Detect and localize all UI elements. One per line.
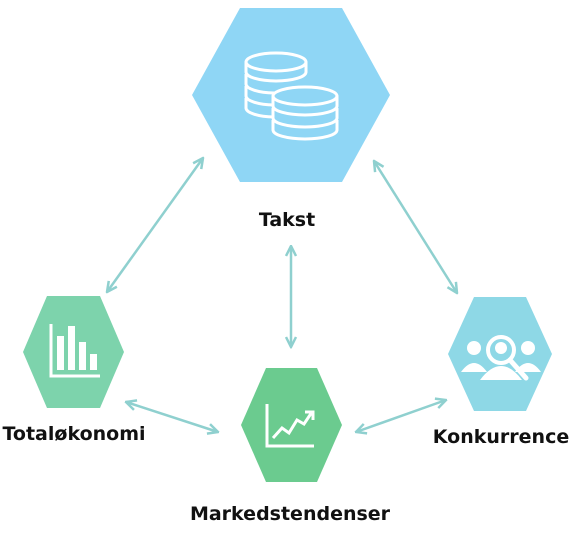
node-takst: Takst <box>192 8 390 231</box>
connectors <box>107 158 457 432</box>
trend-chart-icon <box>265 404 315 448</box>
node-totaloekonomi: Totaløkonomi <box>2 296 146 445</box>
connector-takst-konkurrence <box>374 161 457 293</box>
node-markedstendenser: Markedstendenser <box>190 368 391 525</box>
markedstendenser-label: Markedstendenser <box>190 503 391 525</box>
people-search-icon <box>461 335 541 381</box>
node-konkurrence: Konkurrence <box>433 297 569 448</box>
markedstendenser-hexagon <box>241 368 342 482</box>
takst-hexagon <box>192 8 390 182</box>
bar-chart-icon <box>49 324 100 378</box>
takst-label: Takst <box>259 209 315 231</box>
connector-takst-totaloekonomi <box>107 158 203 292</box>
totaloekonomi-label: Totaløkonomi <box>2 423 145 445</box>
connector-totaloekonomi-markedstendenser <box>126 402 218 432</box>
konkurrence-label: Konkurrence <box>433 426 569 448</box>
coins-icon <box>244 51 339 141</box>
konkurrence-hexagon <box>448 297 552 411</box>
connector-markedstendenser-konkurrence <box>356 400 446 432</box>
